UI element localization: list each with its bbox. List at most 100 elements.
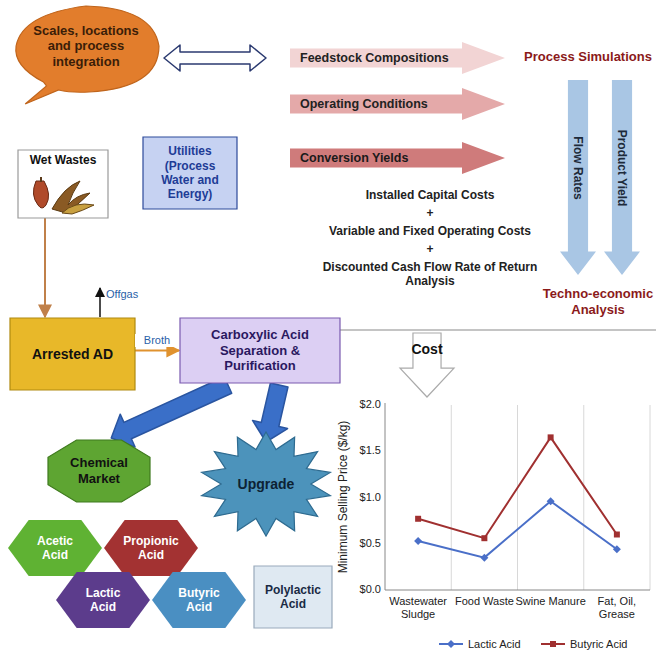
flow-arrow (44, 218, 46, 317)
data-marker (481, 535, 487, 541)
stage-heading: Techno-economic Analysis (535, 286, 661, 317)
category-label: Wastewater Sludge (382, 595, 454, 621)
axis-tick: $2.0 (340, 398, 381, 411)
waste-illustration (28, 175, 98, 215)
data-marker (548, 434, 554, 440)
cost-arrow: Cost (400, 333, 454, 397)
grid-line (650, 405, 651, 590)
node-text: Butyric Acid (168, 586, 230, 615)
apple-stem (40, 177, 42, 182)
butyric-series (418, 437, 617, 538)
stage-heading: Process Simulations (518, 49, 658, 65)
node-text: Utilities (Process Water and Energy) (148, 144, 232, 202)
cost-note: Installed Capital Costs (310, 188, 550, 202)
process-box-path (10, 318, 135, 390)
product-hexagon-path (104, 520, 198, 576)
upgrade-star-path (202, 432, 331, 536)
input-arrow-path (290, 42, 505, 74)
flow-label: Offgas (106, 288, 166, 301)
grid-line (583, 405, 584, 590)
node-text: Lactic Acid (72, 586, 134, 615)
data-marker (480, 554, 488, 562)
legend-item: Lactic Acid (438, 638, 521, 650)
speech-bubble-path (16, 6, 159, 104)
y-axis (385, 403, 386, 590)
output-arrow: Product Yield (604, 80, 640, 275)
node-text: Carboxylic Acid Separation & Purificatio… (186, 327, 334, 374)
speech-bubble: Scales, locations and process integratio… (10, 4, 162, 104)
process-box: Carboxylic Acid Separation & Purificatio… (180, 318, 340, 383)
product-hexagon: Acetic Acid (8, 520, 102, 576)
product-hexagon: Butyric Acid (152, 572, 246, 628)
node-text: Operating Conditions (300, 97, 428, 112)
legend-marker (447, 640, 455, 648)
axis-title: Minimum Selling Price ($/kg) (336, 397, 350, 597)
node-text: Polylactic Acid (258, 583, 328, 612)
x-axis (385, 590, 650, 591)
banana-peel (62, 204, 94, 214)
feedstock-box: Wet Wastes (18, 150, 108, 218)
input-arrow: Conversion Yields (290, 142, 505, 174)
product-hexagon: Lactic Acid (56, 572, 150, 628)
process-box-path (180, 318, 340, 383)
separator-line (290, 329, 656, 331)
node-text: Conversion Yields (300, 151, 408, 166)
legend-sample (438, 639, 464, 649)
edge-label: Broth (135, 334, 179, 347)
node-text: Scales, locations and process integratio… (24, 23, 148, 70)
category-label: Food Waste (448, 595, 520, 608)
process-box: Arrested AD (10, 318, 135, 390)
flow-arrow (135, 350, 179, 352)
product-box: Polylactic Acid (254, 566, 332, 628)
block-arrow (253, 383, 288, 442)
node-text: Upgrade (238, 476, 295, 493)
utilities-box-path (143, 137, 237, 209)
legend-sample (540, 639, 566, 649)
data-marker (547, 497, 555, 505)
category-label: Fat, Oil, Grease (581, 595, 653, 621)
axis-tick: $0.0 (340, 583, 381, 596)
product-hexagon-path (152, 572, 246, 628)
node-text: Feedstock Compositions (300, 51, 449, 66)
node-text: Propionic Acid (120, 534, 182, 563)
product-box-path (254, 566, 332, 628)
cost-arrow-path (400, 333, 454, 397)
data-marker (614, 532, 620, 538)
product-hexagon-path (8, 520, 102, 576)
node-text: Flow Rates (571, 136, 585, 199)
product-hexagon: Propionic Acid (104, 520, 198, 576)
feedstock-box-path (18, 150, 108, 218)
output-arrow-path (560, 80, 596, 275)
grid-line (451, 405, 452, 590)
cost-note: + (310, 206, 550, 220)
upgrade-star: Upgrade (200, 432, 332, 536)
lactic-series (418, 501, 617, 557)
legend-item: Butyric Acid (540, 638, 627, 650)
output-arrow: Flow Rates (560, 80, 596, 275)
data-marker (613, 545, 621, 553)
block-arrow (164, 45, 266, 71)
node-text: Wet Wastes (30, 153, 97, 167)
apple-core (33, 181, 48, 208)
data-marker (414, 537, 422, 545)
category-label: Swine Manure (515, 595, 587, 608)
output-arrow-path (604, 80, 640, 275)
market-octagon-path (48, 440, 150, 502)
input-arrow: Feedstock Compositions (290, 42, 505, 74)
legend-text: Lactic Acid (468, 638, 521, 650)
offgas-arrow (99, 288, 101, 317)
node-text: Cost (411, 341, 442, 358)
node-text: Acetic Acid (24, 534, 86, 563)
cost-note: Discounted Cash Flow Rate of Return Anal… (310, 260, 550, 289)
product-hexagon-path (56, 572, 150, 628)
legend-marker (550, 641, 556, 647)
input-arrow-path (290, 142, 505, 174)
node-text: Product Yield (615, 129, 629, 206)
utilities-box: Utilities (Process Water and Energy) (143, 137, 237, 209)
line-chart (385, 403, 650, 590)
data-marker (415, 516, 421, 522)
input-arrow-path (290, 88, 505, 120)
grid-line (517, 405, 518, 590)
legend-text: Butyric Acid (570, 638, 627, 650)
node-text: Chemical Market (60, 455, 138, 486)
